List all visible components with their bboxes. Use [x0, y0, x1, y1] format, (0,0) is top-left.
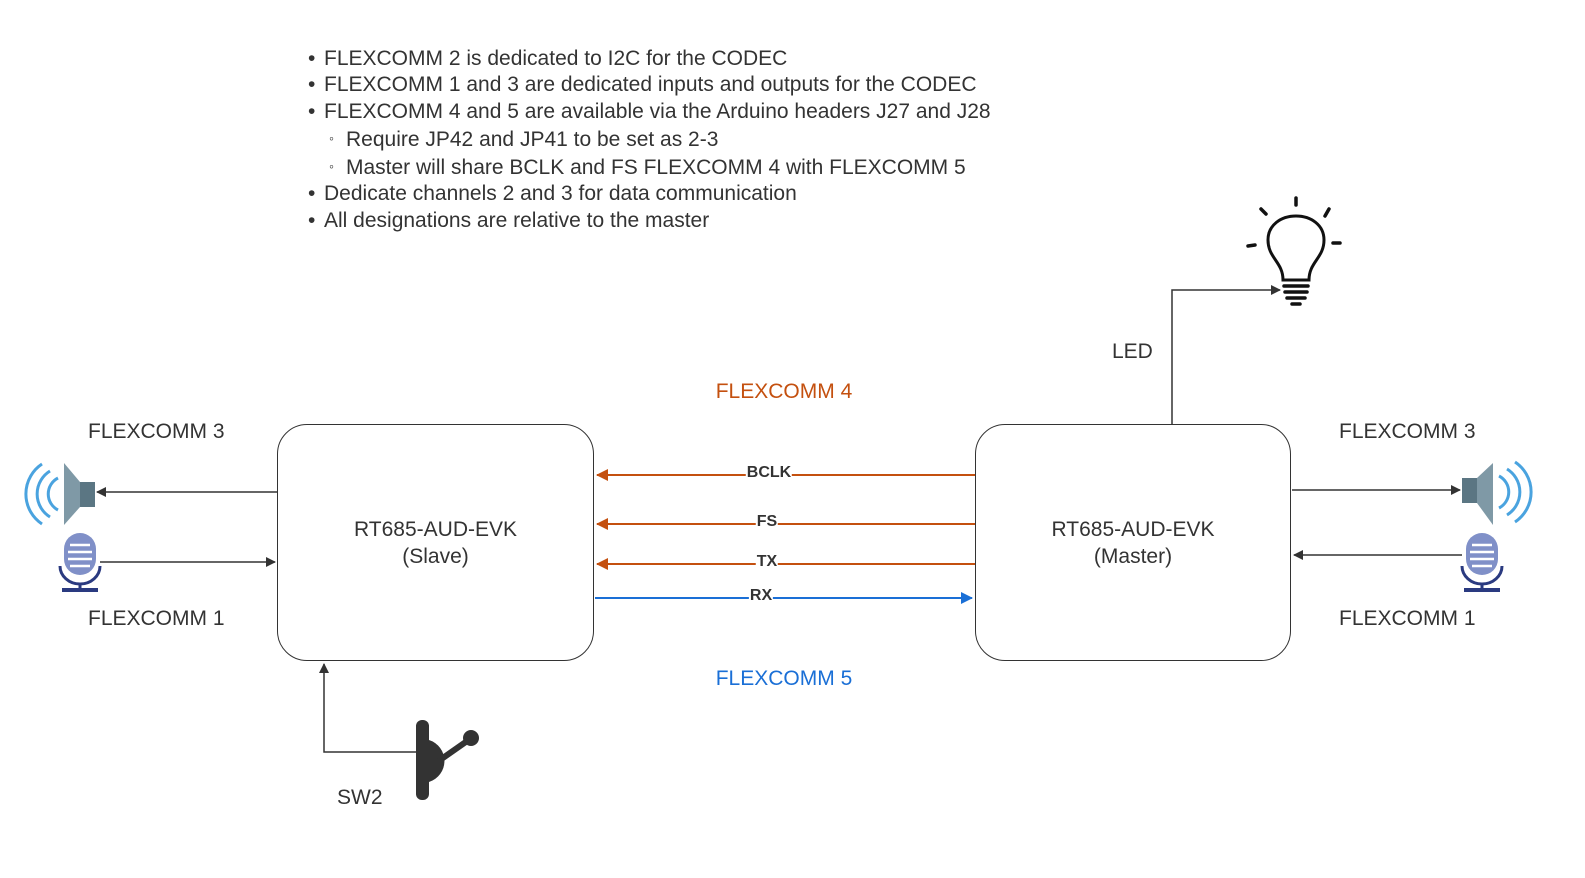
slave-board-name: RT685-AUD-EVK — [354, 517, 517, 541]
master-board-name: RT685-AUD-EVK — [1051, 517, 1215, 541]
fs-label: FS — [755, 513, 779, 530]
note-item: FLEXCOMM 4 and 5 are available via the A… — [308, 99, 991, 125]
note-item: All designations are relative to the mas… — [308, 208, 991, 234]
bclk-label: BCLK — [745, 464, 793, 481]
switch-line — [319, 663, 417, 753]
notes-list: FLEXCOMM 2 is dedicated to I2C for the C… — [308, 46, 991, 234]
left-mic-label: FLEXCOMM 1 — [88, 607, 225, 630]
master-board-role: (Master) — [1093, 544, 1173, 568]
rx-label: RX — [748, 587, 774, 604]
right-mic-label: FLEXCOMM 1 — [1339, 607, 1476, 630]
led-line — [1171, 285, 1281, 424]
left-speaker-icon — [24, 462, 95, 526]
left-speaker-label: FLEXCOMM 3 — [88, 420, 225, 443]
right-microphone-icon — [1460, 533, 1504, 592]
right-speaker-label: FLEXCOMM 3 — [1339, 420, 1476, 443]
right-speaker-icon — [1462, 460, 1533, 525]
lightbulb-icon — [1246, 196, 1342, 306]
note-subitem: Master will share BCLK and FS FLEXCOMM 4… — [308, 153, 991, 181]
flexcomm5-label: FLEXCOMM 5 — [715, 667, 853, 690]
switch-icon — [416, 720, 479, 800]
slave-board: RT685-AUD-EVK (Slave) — [277, 424, 594, 661]
note-item: Dedicate channels 2 and 3 for data commu… — [308, 181, 991, 207]
note-item: FLEXCOMM 1 and 3 are dedicated inputs an… — [308, 72, 991, 98]
switch-label: SW2 — [337, 786, 383, 809]
slave-board-role: (Slave) — [402, 544, 469, 568]
led-label: LED — [1112, 340, 1153, 363]
left-microphone-icon — [58, 533, 102, 592]
note-subitem: Require JP42 and JP41 to be set as 2-3 — [308, 125, 991, 153]
master-board: RT685-AUD-EVK (Master) — [975, 424, 1291, 661]
tx-label: TX — [755, 553, 779, 570]
flexcomm4-label: FLEXCOMM 4 — [715, 380, 853, 403]
note-item: FLEXCOMM 2 is dedicated to I2C for the C… — [308, 46, 991, 72]
